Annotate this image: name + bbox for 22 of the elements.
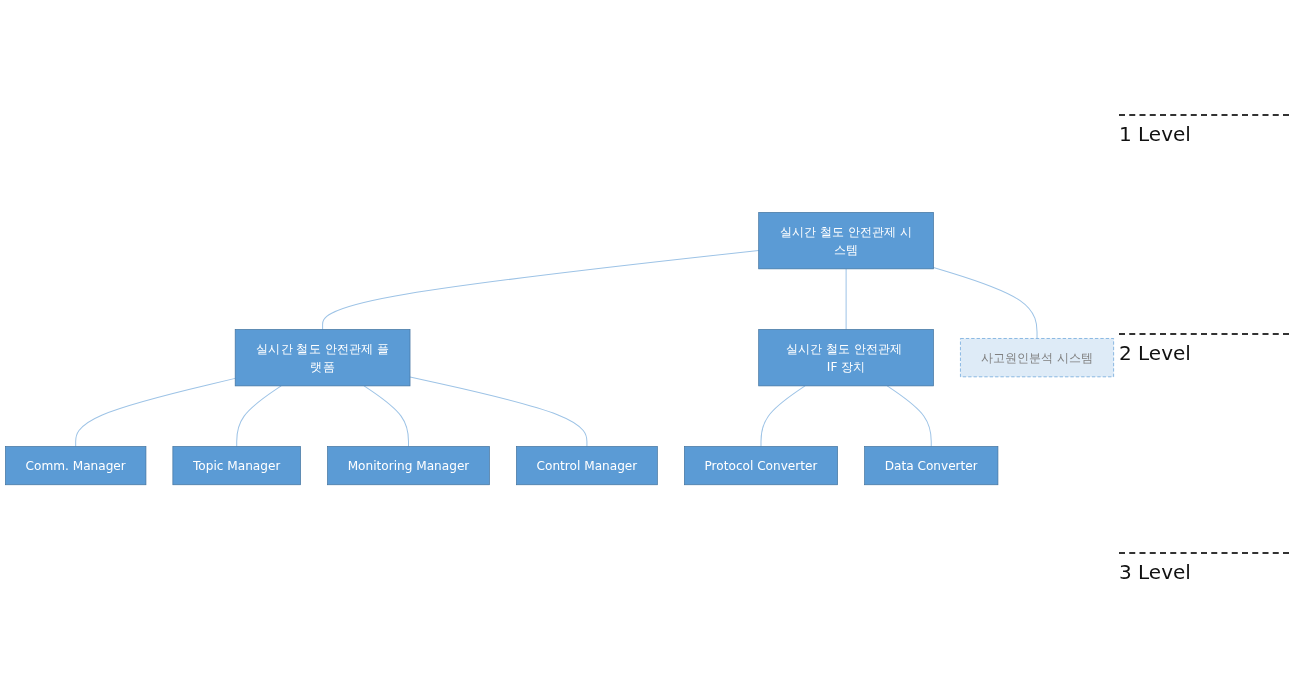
connector <box>933 266 1038 339</box>
connector <box>845 268 847 330</box>
node-box: Control Manager <box>516 446 658 486</box>
node-box: 실시간 철도 안전관제 시스템 <box>758 211 934 270</box>
level-label: 2 Level <box>1119 332 1289 365</box>
connector <box>75 377 236 447</box>
node-box: Comm. Manager <box>5 446 147 486</box>
connector <box>409 376 588 447</box>
connector <box>886 385 932 447</box>
connector <box>363 385 409 447</box>
node-box: 실시간 철도 안전관제 플랫폼 <box>234 329 411 387</box>
connector <box>322 249 760 330</box>
node-box: 사고원인분석 시스템 <box>960 338 1114 378</box>
level-label: 1 Level <box>1119 113 1289 146</box>
node-box: Data Converter <box>864 446 999 486</box>
node-box: Protocol Converter <box>684 446 838 486</box>
connector <box>760 385 806 447</box>
level-label: 3 Level <box>1119 551 1289 584</box>
node-box: Topic Manager <box>172 446 301 486</box>
node-box: 실시간 철도 안전관제 IF 장치 <box>758 329 934 387</box>
node-box: Monitoring Manager <box>327 446 490 486</box>
connector <box>236 385 282 447</box>
